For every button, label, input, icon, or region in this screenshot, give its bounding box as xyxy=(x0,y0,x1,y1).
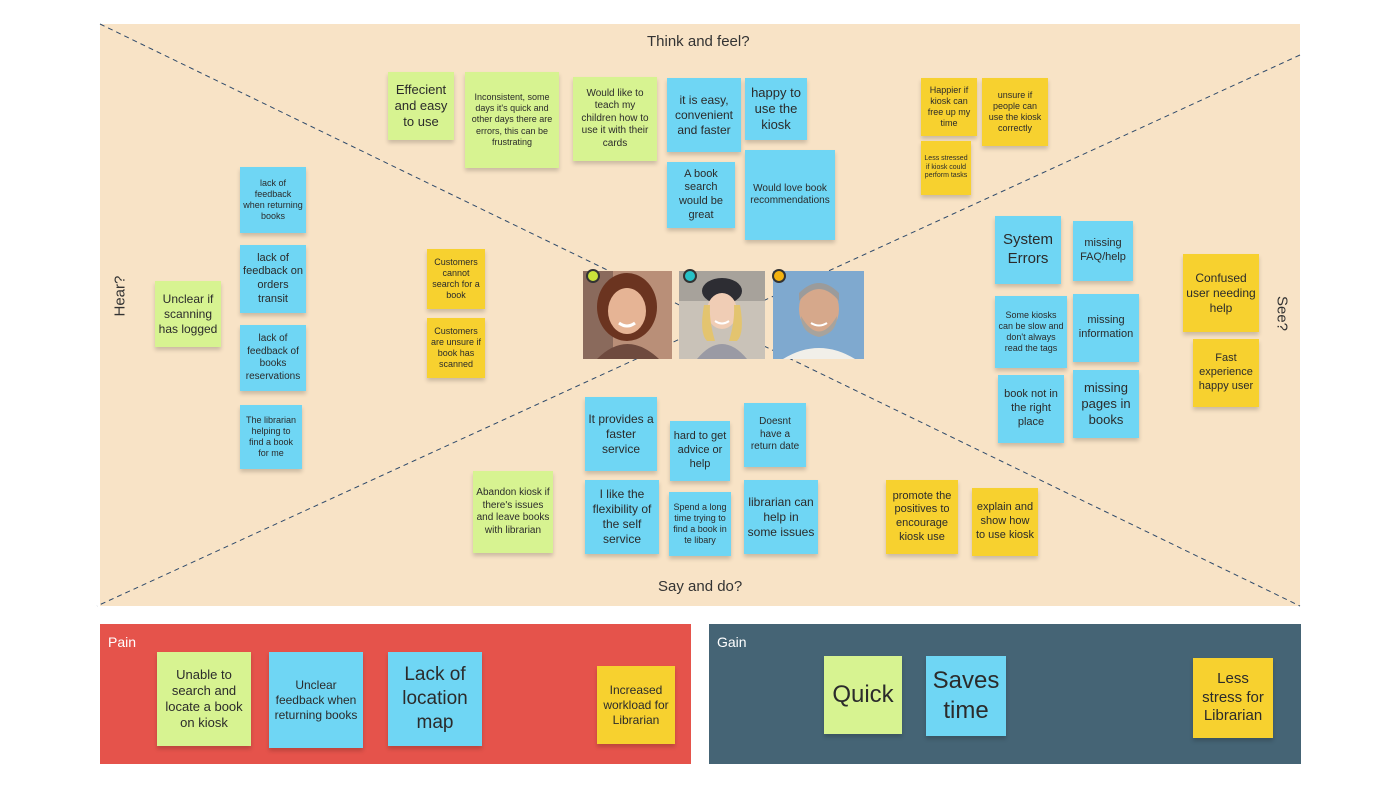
sticky-note[interactable]: missing information xyxy=(1073,294,1139,362)
sticky-note[interactable]: Less stress for Librarian xyxy=(1193,658,1273,738)
sticky-note[interactable]: Less stressed if kiosk could perform tas… xyxy=(921,141,971,195)
sticky-note[interactable]: Happier if kiosk can free up my time xyxy=(921,78,977,136)
sticky-note[interactable]: book not in the right place xyxy=(998,375,1064,443)
sticky-note[interactable]: The librarian helping to find a book for… xyxy=(240,405,302,469)
sticky-note[interactable]: explain and show how to use kiosk xyxy=(972,488,1038,556)
sticky-note[interactable]: promote the positives to encourage kiosk… xyxy=(886,480,958,554)
sticky-note[interactable]: I like the flexibility of the self servi… xyxy=(585,480,659,554)
persona-marker-dot-orange[interactable] xyxy=(772,269,786,283)
sticky-note[interactable]: Spend a long time trying to find a book … xyxy=(669,492,731,556)
sticky-note[interactable]: Unable to search and locate a book on ki… xyxy=(157,652,251,746)
sticky-note[interactable]: lack of feedback on orders transit xyxy=(240,245,306,313)
sticky-note[interactable]: Inconsistent, some days it's quick and o… xyxy=(465,72,559,168)
sticky-note[interactable]: Customers are unsure if book has scanned xyxy=(427,318,485,378)
sticky-note[interactable]: Customers cannot search for a book xyxy=(427,249,485,309)
sticky-note[interactable]: Would love book recommendations xyxy=(745,150,835,240)
sticky-note[interactable]: Saves time xyxy=(926,656,1006,736)
quadrant-label-say-do: Say and do? xyxy=(658,578,743,595)
persona-photo-woman-brown-hair xyxy=(583,271,672,359)
sticky-note[interactable]: unsure if people can use the kiosk corre… xyxy=(982,78,1048,146)
sticky-note[interactable]: librarian can help in some issues xyxy=(744,480,818,554)
quadrant-label-see: See? xyxy=(1273,295,1291,332)
sticky-note[interactable]: lack of feedback when returning books xyxy=(240,167,306,233)
sticky-note[interactable]: missing FAQ/help xyxy=(1073,221,1133,281)
gain-label: Gain xyxy=(717,634,747,650)
persona-marker-dot-green[interactable] xyxy=(586,269,600,283)
sticky-note[interactable]: Unclear feedback when returning books xyxy=(269,652,363,748)
sticky-note[interactable]: Fast experience happy user xyxy=(1193,339,1259,407)
quadrant-label-hear: Hear? xyxy=(111,275,129,317)
sticky-note[interactable]: Confused user needing help xyxy=(1183,254,1259,332)
persona-photo-bearded-man xyxy=(773,271,864,359)
sticky-note[interactable]: It provides a faster service xyxy=(585,397,657,471)
sticky-note[interactable]: Increased workload for Librarian xyxy=(597,666,675,744)
sticky-note[interactable]: it is easy, convenient and faster xyxy=(667,78,741,152)
sticky-note[interactable]: A book search would be great xyxy=(667,162,735,228)
sticky-note[interactable]: Quick xyxy=(824,656,902,734)
sticky-note[interactable]: Abandon kiosk if there's issues and leav… xyxy=(473,471,553,553)
sticky-note[interactable]: hard to get advice or help xyxy=(670,421,730,481)
sticky-note[interactable]: missing pages in books xyxy=(1073,370,1139,438)
persona-photo-woman-beanie xyxy=(679,271,765,359)
sticky-note[interactable]: Doesnt have a return date xyxy=(744,403,806,467)
quadrant-label-think-feel: Think and feel? xyxy=(647,33,750,50)
sticky-note[interactable]: Some kiosks can be slow and don't always… xyxy=(995,296,1067,368)
sticky-note[interactable]: Lack of location map xyxy=(388,652,482,746)
persona-marker-dot-teal[interactable] xyxy=(683,269,697,283)
pain-label: Pain xyxy=(108,634,137,650)
sticky-note[interactable]: happy to use the kiosk xyxy=(745,78,807,140)
sticky-note[interactable]: Effecient and easy to use xyxy=(388,72,454,140)
sticky-note[interactable]: Unclear if scanning has logged xyxy=(155,281,221,347)
sticky-note[interactable]: Would like to teach my children how to u… xyxy=(573,77,657,161)
sticky-note[interactable]: lack of feedback of books reservations xyxy=(240,325,306,391)
sticky-note[interactable]: System Errors xyxy=(995,216,1061,284)
